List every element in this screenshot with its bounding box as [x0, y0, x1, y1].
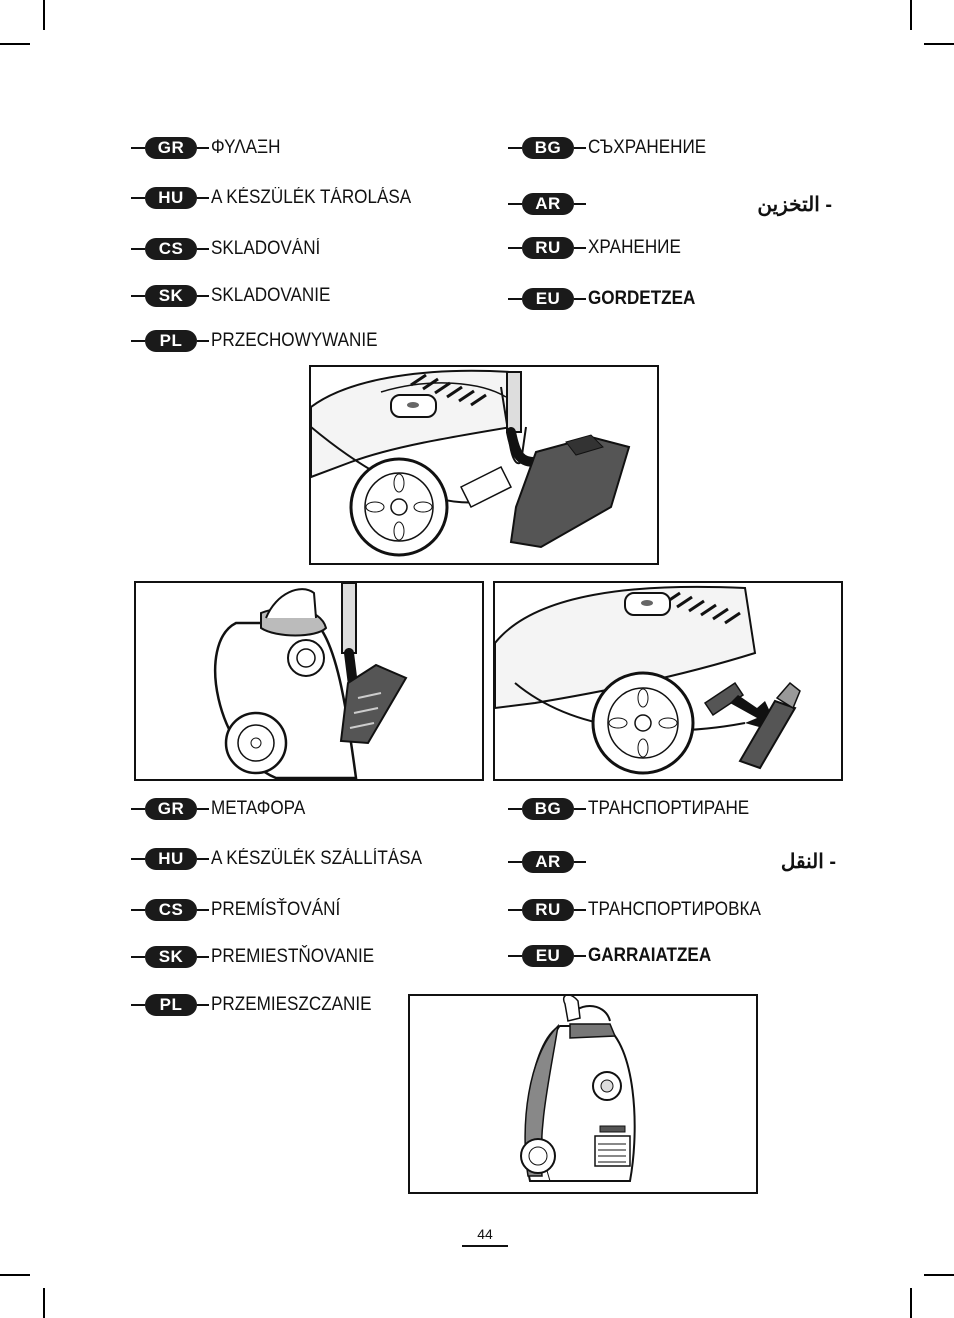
lang-badge: PL	[145, 994, 197, 1016]
lang-badge: RU	[522, 237, 574, 259]
storage-illustration-parking	[309, 365, 659, 565]
heading-hu-storage: HU A KÉSZÜLÉK TÁROLÁSA	[131, 185, 433, 211]
heading-label: PRZECHOWYWANIE	[211, 330, 378, 351]
storage-illustration-accessory	[493, 581, 843, 781]
heading-label: ХРАНЕНИЕ	[588, 237, 681, 258]
heading-label: SKLADOVÁNÍ	[211, 238, 321, 259]
lang-badge: GR	[145, 137, 197, 159]
heading-label: СЪХРАНЕНИЕ	[588, 137, 707, 158]
lang-badge: SK	[145, 285, 197, 307]
heading-bg-transport: BG ТРАНСПОРТИРАНЕ	[508, 796, 767, 822]
lang-badge: GR	[145, 798, 197, 820]
heading-ru-transport: RU ТРАНСПОРТИРОВКА	[508, 897, 780, 923]
lang-badge: BG	[522, 137, 574, 159]
heading-label: GORDETZEA	[588, 288, 696, 309]
heading-hu-transport: HU A KÉSZÜLÉK SZÁLLÍTÁSA	[131, 846, 445, 872]
lang-badge: CS	[145, 899, 197, 921]
heading-pl-storage: PL PRZECHOWYWANIE	[131, 328, 396, 354]
arabic-heading-transport: - النقل	[780, 851, 836, 873]
heading-sk-transport: SK PREMIESTŇOVANIE	[131, 944, 392, 970]
heading-gr-storage: GR ΦΥΛΑΞΗ	[131, 135, 288, 161]
heading-ar-transport: AR	[508, 849, 586, 875]
heading-label: ΜΕΤΑΦΟΡΑ	[211, 798, 306, 819]
heading-cs-storage: CS SKLADOVÁNÍ	[131, 236, 332, 262]
storage-illustration-upright	[134, 581, 484, 781]
crop-mark	[910, 1288, 912, 1318]
arabic-heading-storage: - التخزين	[757, 194, 832, 216]
heading-label: SKLADOVANIE	[211, 285, 331, 306]
crop-mark	[910, 0, 912, 30]
heading-gr-transport: GR ΜΕΤΑΦΟΡΑ	[131, 796, 316, 822]
crop-mark	[43, 0, 45, 30]
lang-badge: SK	[145, 946, 197, 968]
heading-bg-storage: BG СЪХРАНЕНИЕ	[508, 135, 719, 161]
crop-mark	[0, 43, 30, 45]
heading-label: PREMÍSŤOVÁNÍ	[211, 899, 341, 920]
lang-badge: HU	[145, 187, 197, 209]
lang-badge: AR	[522, 851, 574, 873]
heading-sk-storage: SK SKLADOVANIE	[131, 283, 344, 309]
heading-label: ΦΥΛΑΞΗ	[211, 137, 281, 158]
lang-badge: EU	[522, 288, 574, 310]
page-number-rule	[462, 1245, 508, 1247]
crop-mark	[924, 43, 954, 45]
transport-illustration	[408, 994, 758, 1194]
heading-cs-transport: CS PREMÍSŤOVÁNÍ	[131, 897, 355, 923]
page-number: 44	[477, 1226, 493, 1242]
heading-label: PRZEMIESZCZANIE	[211, 994, 372, 1015]
lang-badge: BG	[522, 798, 574, 820]
lang-badge: AR	[522, 193, 574, 215]
crop-mark	[0, 1274, 30, 1276]
crop-mark	[924, 1274, 954, 1276]
lang-badge: HU	[145, 848, 197, 870]
heading-label: A KÉSZÜLÉK TÁROLÁSA	[211, 187, 412, 208]
heading-ar-storage: AR	[508, 191, 586, 217]
heading-label: ТРАНСПОРТИРАНЕ	[588, 798, 750, 819]
lang-badge: EU	[522, 945, 574, 967]
lang-badge: RU	[522, 899, 574, 921]
lang-badge: PL	[145, 330, 197, 352]
heading-eu-storage: EU GORDETZEA	[508, 286, 707, 312]
heading-label: ТРАНСПОРТИРОВКА	[588, 899, 761, 920]
heading-pl-transport: PL PRZEMIESZCZANIE	[131, 992, 389, 1018]
heading-eu-transport: EU GARRAIATZEA	[508, 943, 725, 969]
heading-label: GARRAIATZEA	[588, 945, 712, 966]
crop-mark	[43, 1288, 45, 1318]
heading-ru-storage: RU ХРАНЕНИЕ	[508, 235, 691, 261]
heading-label: PREMIESTŇOVANIE	[211, 946, 375, 967]
lang-badge: CS	[145, 238, 197, 260]
heading-label: A KÉSZÜLÉK SZÁLLÍTÁSA	[211, 848, 422, 869]
